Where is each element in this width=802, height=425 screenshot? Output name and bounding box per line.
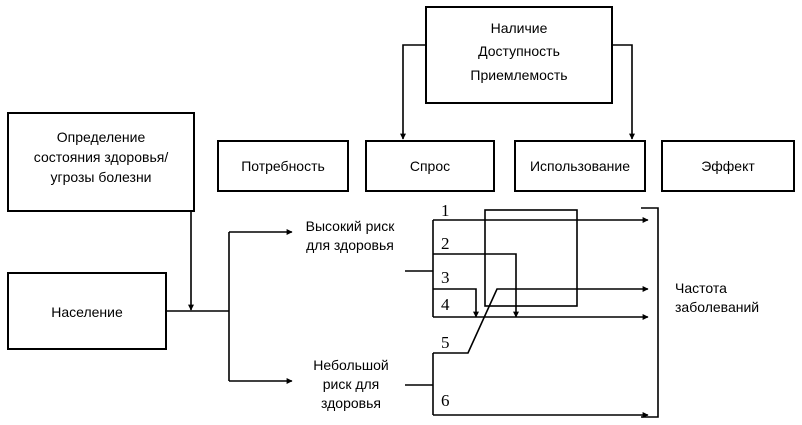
high-risk-line-2: для здоровья [306,237,394,253]
factors-box: Наличие Доступность Приемлемость [425,6,613,104]
definition-box: Определение состояния здоровья/ угрозы б… [7,112,195,212]
high-risk-line-1: Высокий риск [306,218,396,234]
definition-line-3: угрозы болезни [50,169,151,185]
path-1-number: 1 [441,201,450,220]
stage-demand-box: Спрос [365,140,495,192]
path-2-number: 2 [441,234,450,253]
definition-line-1: Определение [57,129,146,145]
path-5-number: 5 [441,333,450,352]
arrow-factors-to-utilization [612,44,635,140]
low-risk-line-3: здоровья [321,395,381,411]
outcome-bracket [641,207,659,418]
definition-line-2: состояния здоровья/ [34,149,169,165]
path-2-line [433,253,519,318]
stage-effect-box: Эффект [661,140,795,192]
factor-accessibility: Доступность [478,43,560,59]
path-6-number: 6 [441,391,450,410]
path-4-number: 4 [441,295,450,314]
path-3-line [433,288,479,318]
stage-demand-label: Спрос [410,158,450,174]
inner-utilization-box [484,209,578,307]
population-label: Население [51,304,123,320]
population-box: Население [7,272,167,350]
stage-need-label: Потребность [241,158,325,174]
low-risk-line-2: риск для [323,376,380,392]
stage-utilization-label: Использование [530,158,630,174]
stage-effect-label: Эффект [701,158,755,174]
stage-need-box: Потребность [217,140,349,192]
stage-utilization-box: Использование [514,140,646,192]
outcome-line-2: заболеваний [675,299,759,315]
outcome-line-1: Частота [675,280,727,296]
arrow-factors-to-demand [400,44,426,140]
path-3-number: 3 [441,268,450,287]
factor-acceptability: Приемлемость [470,67,567,83]
path-5-line [433,286,649,354]
factor-availability: Наличие [491,20,548,36]
low-risk-line-1: Небольшой [313,357,389,373]
